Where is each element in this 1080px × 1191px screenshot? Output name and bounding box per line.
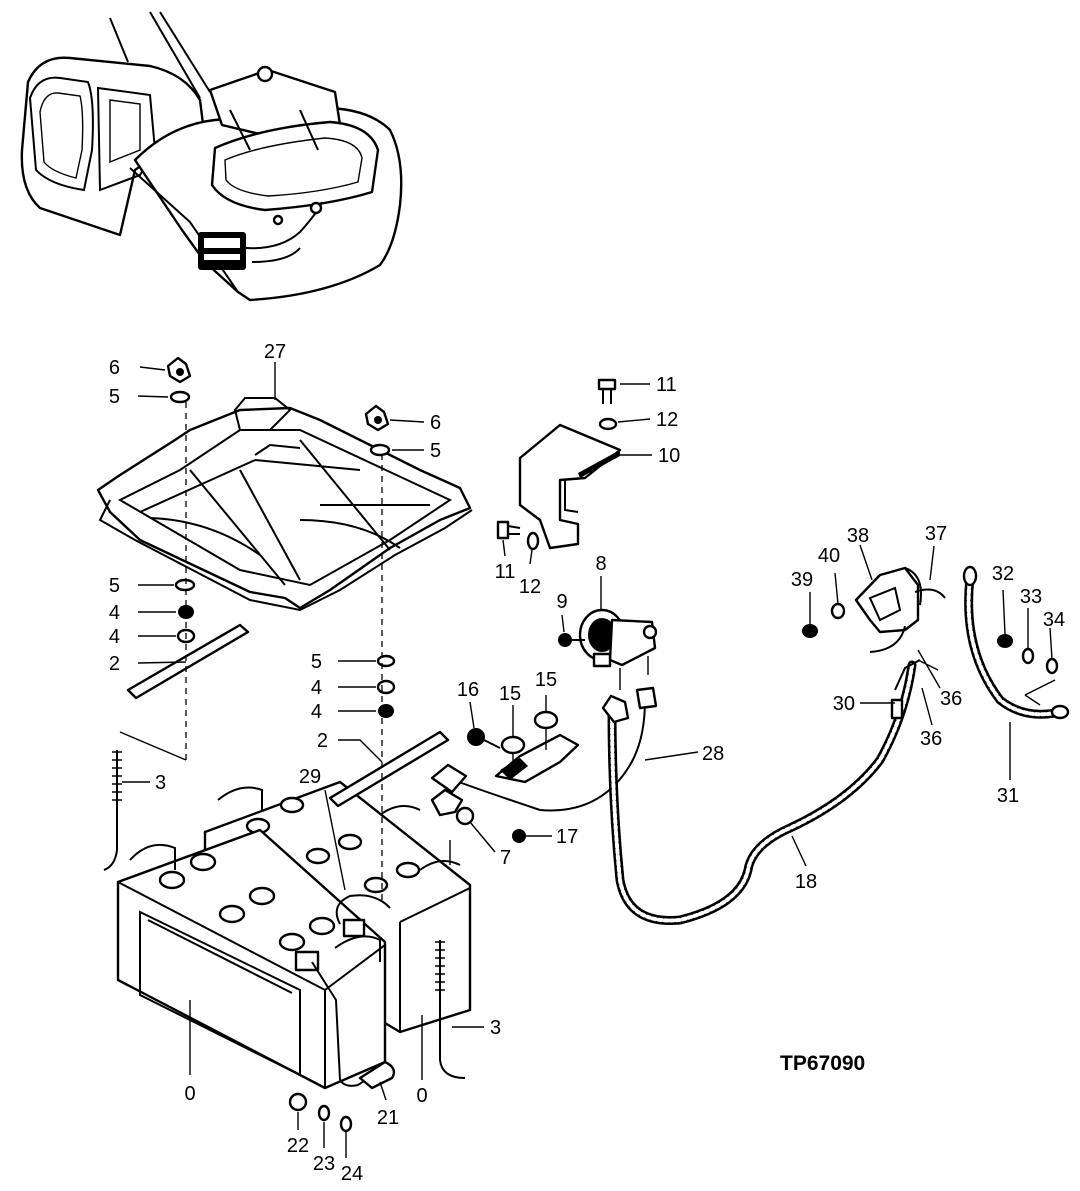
callout-23: 23 (313, 1153, 335, 1175)
callout-31: 31 (997, 785, 1019, 807)
callout-16: 16 (457, 679, 479, 701)
support-bar-left (126, 623, 250, 700)
callout-21: 21 (377, 1107, 399, 1129)
washer-23 (317, 1104, 331, 1122)
callout-5: 5 (109, 386, 120, 408)
callout-4: 4 (311, 677, 322, 699)
nut-39 (802, 624, 818, 638)
callout-28: 28 (702, 743, 724, 765)
callout-34: 34 (1043, 609, 1065, 631)
callout-10: 10 (658, 445, 680, 467)
nut-4-right-a (376, 679, 396, 695)
washer-5-top-left (169, 390, 191, 404)
nut-32 (997, 634, 1013, 648)
battery-terminal-7 (430, 788, 475, 826)
callout-29: 29 (299, 766, 321, 788)
battery-front (116, 828, 387, 1090)
callout-15: 15 (535, 669, 557, 691)
cable-28 (430, 686, 658, 812)
washer-24 (339, 1115, 353, 1133)
washer-5-right (376, 654, 396, 668)
callout-24: 24 (341, 1163, 363, 1185)
callout-22: 22 (287, 1135, 309, 1157)
wing-nut-right (364, 404, 390, 432)
callout-5: 5 (311, 651, 322, 673)
callout-36: 36 (940, 688, 962, 710)
callout-37: 37 (925, 523, 947, 545)
assembly-line-angle (119, 731, 187, 761)
callout-6: 6 (430, 412, 441, 434)
callout-11: 11 (495, 561, 516, 583)
callout-0: 0 (416, 1085, 427, 1107)
callout-18: 18 (795, 871, 817, 893)
nut-22 (288, 1092, 308, 1112)
callout-3: 3 (490, 1017, 501, 1039)
callout-8: 8 (595, 553, 606, 575)
callout-36: 36 (920, 728, 942, 750)
battery-relay (578, 608, 658, 690)
washer-5-top-right (369, 443, 391, 457)
callout-5: 5 (109, 575, 120, 597)
washer-12-top (598, 417, 618, 431)
callout-9: 9 (556, 591, 567, 613)
callout-27: 27 (264, 341, 286, 363)
callout-labels: 6 5 27 6 5 5 4 4 2 5 4 4 2 3 29 11 12 10… (109, 341, 1065, 1185)
callout-4: 4 (311, 701, 322, 723)
callout-7: 7 (500, 847, 511, 869)
callout-11: 11 (656, 374, 677, 396)
relay-bracket (518, 423, 622, 550)
callout-17: 17 (556, 826, 578, 848)
callout-12: 12 (656, 409, 678, 431)
hold-down-rod-left (103, 750, 122, 871)
support-bar-right (328, 730, 450, 808)
callout-32: 32 (992, 563, 1014, 585)
figure-reference: TP67090 (780, 1052, 865, 1075)
nut-17 (512, 829, 526, 843)
battery-jumper-cable (335, 894, 391, 925)
bolt-11-side (496, 520, 521, 540)
callout-4: 4 (109, 602, 120, 624)
cable-18 (601, 660, 917, 925)
washer-40 (830, 602, 846, 620)
callout-4: 4 (109, 626, 120, 648)
callout-3: 3 (155, 772, 166, 794)
assembly-line-31 (1024, 679, 1056, 706)
screw-9 (558, 633, 585, 647)
leader-lines (122, 362, 1053, 1158)
terminal-block (467, 710, 580, 784)
callout-38: 38 (847, 525, 869, 547)
bolt-11-top (597, 378, 617, 404)
callout-2: 2 (109, 653, 120, 675)
callout-39: 39 (791, 569, 813, 591)
ground-cable (311, 961, 396, 1090)
callout-6: 6 (109, 357, 120, 379)
callout-30: 30 (833, 693, 855, 715)
washer-12-side (526, 531, 540, 551)
wing-nut-left (166, 356, 192, 384)
washer-5-left (174, 578, 196, 592)
battery-cover (96, 397, 473, 612)
assembly-line-38 (917, 659, 939, 671)
excavator-location-view (20, 11, 403, 302)
callout-0: 0 (184, 1083, 195, 1105)
callout-12: 12 (519, 576, 541, 598)
callout-15: 15 (499, 683, 521, 705)
nut-4-right-b (378, 704, 394, 718)
callout-2: 2 (317, 730, 328, 752)
hold-down-rod-right (435, 940, 466, 1079)
ground-strap (962, 565, 1070, 720)
callout-33: 33 (1020, 586, 1042, 608)
washer-34 (1045, 657, 1059, 675)
callout-40: 40 (818, 545, 840, 567)
callout-5: 5 (430, 440, 441, 462)
disconnect-switch (854, 566, 946, 720)
washer-33 (1021, 647, 1035, 665)
